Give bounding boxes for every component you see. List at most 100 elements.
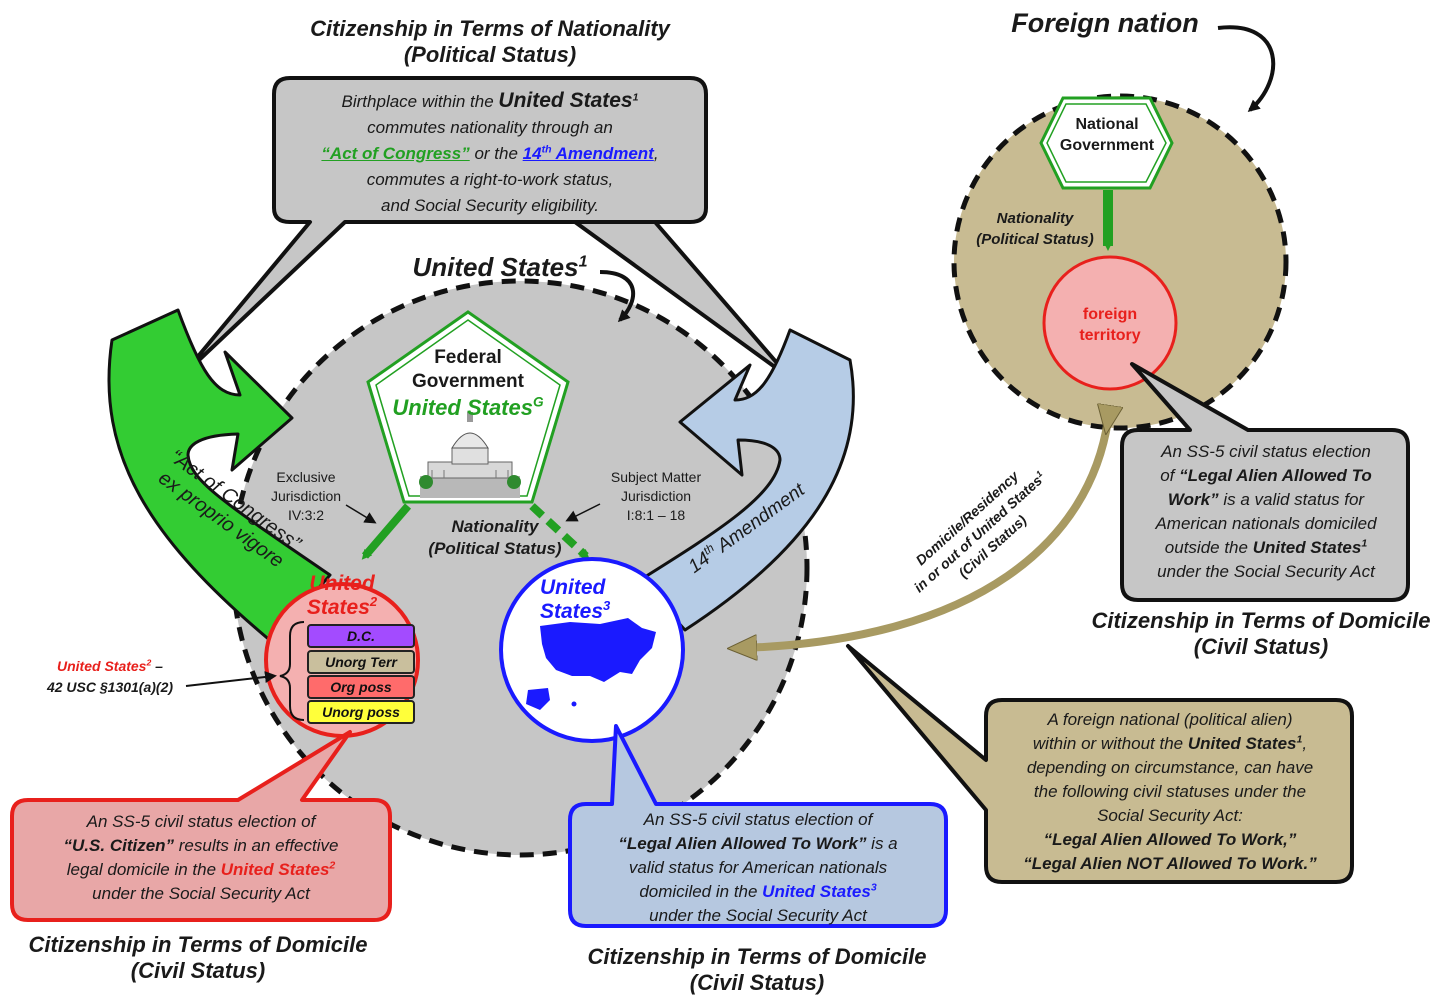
top-line1-sup: 1 xyxy=(632,91,639,104)
foreign-nation-label: Foreign nation xyxy=(1011,8,1199,38)
nationality-title: Citizenship in Terms of Nationality (Pol… xyxy=(260,16,720,68)
fourteenth-amendment-link[interactable]: 14th Amendment xyxy=(523,144,654,163)
foreign-territory-circle xyxy=(1042,255,1178,391)
us2-item-org-poss: Org poss xyxy=(307,675,415,699)
us2-note-line2: 42 USC §1301(a)(2) xyxy=(46,679,174,695)
domicile-arrow xyxy=(742,420,1108,648)
federal-line3: United States xyxy=(392,395,533,420)
national-government-hexagon xyxy=(1039,96,1174,190)
federal-line1: Federal xyxy=(434,347,502,368)
us2-note: United States2 – 42 USC §1301(a)(2) xyxy=(20,656,200,698)
right-bottom-line2b: United States xyxy=(1187,734,1297,753)
center-box-text: An SS-5 civil status election of “Legal … xyxy=(572,808,944,928)
top-line1a: Birthplace within the xyxy=(341,92,499,111)
right-bottom-line2-sup: 1 xyxy=(1296,733,1303,746)
right-bottom-line2a: within or without the xyxy=(1032,734,1188,753)
capitol-building-icon xyxy=(419,412,521,498)
us3-label: United States3 xyxy=(540,576,650,624)
left-box-line3b: United States xyxy=(220,860,330,879)
us3-line1: United xyxy=(540,576,606,599)
us2-item-unorg-poss: Unorg poss xyxy=(307,700,415,724)
domicile-title-left: Citizenship in Terms of Domicile (Civil … xyxy=(8,932,388,984)
right-top-line6: under the Social Security Act xyxy=(1157,562,1375,581)
exclusive-line1: Exclusive xyxy=(276,469,336,485)
united-states-pointer xyxy=(599,270,636,323)
nationality-title-line2: (Political Status) xyxy=(403,42,577,67)
us2-note-b: – xyxy=(151,658,163,674)
us3-line2: States xyxy=(540,600,604,623)
subject-matter-jurisdiction-arrow xyxy=(529,503,590,560)
federal-government-pentagon xyxy=(366,310,570,504)
foreign-territory-line2: territory xyxy=(1079,327,1141,344)
right-bottom-line1: A foreign national (political alien) xyxy=(1047,710,1293,729)
right-bottom-line2c: , xyxy=(1302,734,1308,753)
left-box-line4: under the Social Security Act xyxy=(92,884,310,903)
top-line5: and Social Security eligibility. xyxy=(381,196,599,215)
exclusive-pointer xyxy=(345,504,377,524)
foreign-nation-pointer xyxy=(1217,25,1276,112)
us-nationality-line2: (Political Status) xyxy=(428,539,562,558)
subject-line2: Jurisdiction xyxy=(620,488,692,504)
national-gov-line1: National xyxy=(1075,116,1139,133)
foreign-nationality-label: Nationality (Political Status) xyxy=(960,208,1110,250)
top-line3c: 14 xyxy=(522,144,542,163)
right-top-line5a: outside the xyxy=(1164,538,1253,557)
foreign-territory-line1: foreign xyxy=(1082,306,1138,323)
subject-line1: Subject Matter xyxy=(610,469,702,485)
right-top-line4: American nationals domiciled xyxy=(1155,514,1377,533)
us2-item-unorg-terr: Unorg Terr xyxy=(307,650,415,674)
top-line3b: or the xyxy=(469,144,523,163)
us2-item-dc: D.C. xyxy=(307,624,415,648)
federal-line3-sup: G xyxy=(532,394,544,410)
center-box-line2b: is a xyxy=(866,834,898,853)
domicile-right-line2: (Civil Status) xyxy=(1193,634,1329,659)
right-bottom-line6: “Legal Alien Allowed To Work,” xyxy=(1043,830,1297,849)
top-line2: commutes nationality through an xyxy=(367,118,613,137)
us2-note-sup: 2 xyxy=(146,657,152,668)
foreign-nationality-line2: (Political Status) xyxy=(976,231,1094,248)
us2-label: United States2 xyxy=(290,572,394,620)
national-government-text: National Government xyxy=(1045,114,1169,156)
us2-note-pointer xyxy=(185,671,277,687)
domicile-title-center: Citizenship in Terms of Domicile (Civil … xyxy=(562,944,952,996)
subject-line3: I:8:1 – 18 xyxy=(626,507,686,523)
right-top-line5b: United States xyxy=(1252,538,1362,557)
top-box-text: Birthplace within the United States1 com… xyxy=(280,88,700,219)
right-top-line2a: of xyxy=(1160,466,1180,485)
exclusive-jurisdiction-label: Exclusive Jurisdiction IV:3:2 xyxy=(246,468,366,525)
left-box-text: An SS-5 civil status election of “U.S. C… xyxy=(16,810,386,906)
right-bottom-line3: depending on circumstance, can have xyxy=(1026,758,1314,777)
right-bottom-line4: the following civil statuses under the xyxy=(1033,782,1307,801)
federal-government-text: Federal Government United StatesG xyxy=(390,346,546,422)
center-box-line3: valid status for American nationals xyxy=(628,858,888,877)
center-box-line5: under the Social Security Act xyxy=(649,906,867,925)
us2-note-a: United States xyxy=(57,658,147,674)
right-bottom-box-text: A foreign national (political alien) wit… xyxy=(990,708,1350,876)
right-bottom-callout xyxy=(846,644,1354,884)
domicile-right-line1: Citizenship in Terms of Domicile xyxy=(1091,608,1431,633)
united-states-label-sup: 1 xyxy=(578,252,588,271)
us2-line2: States xyxy=(306,596,370,619)
right-bottom-line5: Social Security Act: xyxy=(1097,806,1243,825)
left-box-line3-sup: 2 xyxy=(329,859,336,872)
center-box-line4b: United States xyxy=(762,882,871,901)
center-callout xyxy=(568,724,948,928)
act-of-congress-link[interactable]: “Act of Congress” xyxy=(321,144,470,163)
us-map-icon xyxy=(526,618,656,710)
united-states-label: United States1 xyxy=(380,252,620,283)
top-line3c-sup: th xyxy=(541,143,552,156)
top-line3e: , xyxy=(653,144,659,163)
top-line3d: Amendment xyxy=(551,144,654,163)
foreign-nationality-line1: Nationality xyxy=(996,210,1074,227)
domicile-center-line2: (Civil Status) xyxy=(689,970,825,995)
center-box-line2a: “Legal Alien Allowed To Work” xyxy=(618,834,867,853)
act-of-congress-arrow xyxy=(107,308,332,644)
right-top-line1: An SS-5 civil status election xyxy=(1161,442,1371,461)
left-box-line2b: results in an effective xyxy=(174,836,339,855)
center-box-line4-sup: 3 xyxy=(870,881,877,894)
left-box-line2a: “U.S. Citizen” xyxy=(63,836,175,855)
subject-matter-jurisdiction-label: Subject Matter Jurisdiction I:8:1 – 18 xyxy=(596,468,716,525)
exclusive-line3: IV:3:2 xyxy=(287,507,325,523)
right-top-line5-sup: 1 xyxy=(1361,537,1368,550)
right-top-callout xyxy=(1120,362,1410,602)
